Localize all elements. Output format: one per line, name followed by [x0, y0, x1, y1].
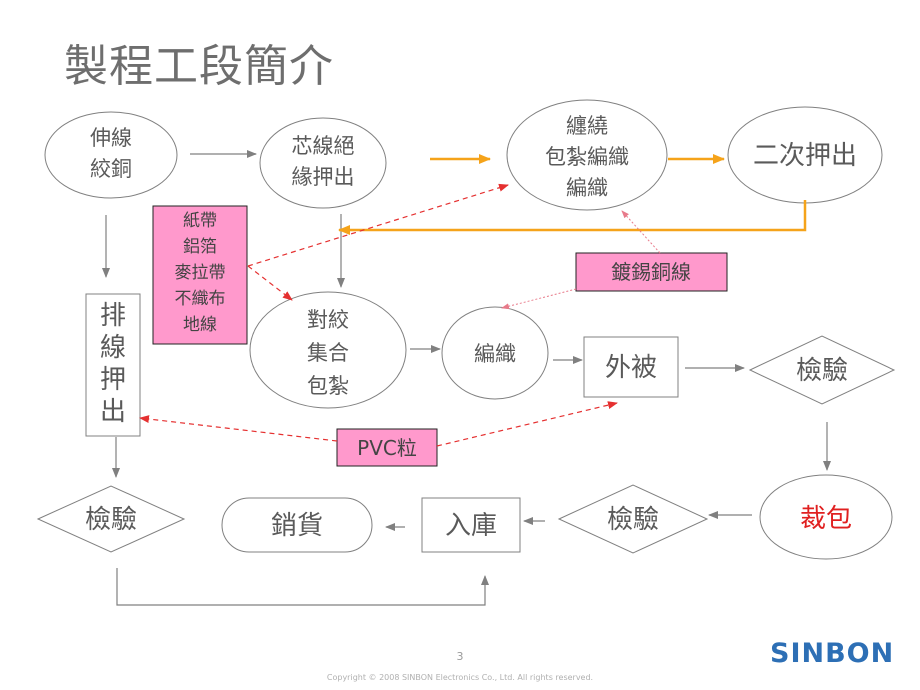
material-tapes-item: 地線 [183, 315, 217, 335]
node-stranding-line-2: 絞銅 [90, 157, 132, 181]
node-core-insulation-line-2: 緣押出 [292, 165, 355, 189]
page-number: 3 [456, 650, 464, 663]
node-inspection-left-label: 檢驗 [85, 505, 137, 535]
node-wrapping-line-1: 纏繞 [566, 114, 608, 138]
node-sales: 銷貨 [221, 497, 373, 553]
material-tapes-box: 紙帶 鋁箔 麥拉帶 不織布 地線 [152, 205, 248, 345]
node-secondary-extrusion-label: 二次押出 [753, 141, 857, 171]
node-warehousing: 入庫 [421, 497, 521, 553]
link-tinned-to-braiding [501, 288, 577, 310]
node-twist-assembly-line-3: 包紮 [307, 374, 349, 398]
node-jacket-label: 外被 [605, 353, 657, 383]
node-inspection-right-label: 檢驗 [796, 356, 848, 386]
material-tapes-item: 麥拉帶 [175, 263, 226, 283]
node-wrapping-line-2: 包紮編織 [545, 145, 629, 169]
material-tapes-item: 鋁箔 [183, 237, 217, 257]
node-braiding: 編織 [441, 306, 549, 400]
link-pvc-to-jacket [436, 401, 618, 447]
node-drain-extrusion-char-3: 押 [100, 365, 126, 395]
node-drain-extrusion-char-1: 排 [100, 301, 126, 331]
copyright-text: Copyright © 2008 SINBON Electronics Co.,… [326, 673, 594, 682]
node-braiding-label: 編織 [474, 342, 516, 366]
material-tinned-copper-box: 鍍錫銅線 [575, 252, 728, 292]
node-core-insulation: 芯線絕 緣押出 [259, 117, 387, 209]
arrow-inspection-to-warehouse-loop [116, 568, 489, 606]
link-tapes-to-twist [247, 265, 293, 301]
node-sales-label: 銷貨 [271, 511, 323, 541]
node-wrapping-line-3: 編織 [566, 176, 608, 200]
arrow-secondary-return [338, 200, 807, 235]
node-inspection-right: 檢驗 [748, 335, 896, 405]
node-twist-assembly-line-2: 集合 [307, 341, 349, 365]
node-warehousing-label: 入庫 [445, 511, 497, 541]
node-secondary-extrusion: 二次押出 [727, 106, 883, 204]
page-title: 製程工段簡介 [64, 41, 334, 92]
link-pvc-to-drain [139, 415, 338, 442]
node-cut-pack: 裁包 [759, 474, 893, 560]
node-jacket: 外被 [583, 336, 679, 398]
node-core-insulation-line-1: 芯線絕 [292, 134, 355, 158]
node-drain-extrusion: 排 線 押 出 [85, 293, 141, 437]
node-inspection-left: 檢驗 [36, 485, 186, 553]
material-pvc-box: PVC粒 [336, 428, 438, 467]
link-tinned-to-wrapping [621, 210, 661, 254]
node-twist-assembly-line-1: 對絞 [307, 308, 349, 332]
material-tapes-item: 紙帶 [183, 211, 217, 231]
material-pvc-label: PVC粒 [357, 436, 417, 460]
material-tapes-item: 不織布 [175, 289, 226, 309]
node-stranding: 伸線 絞銅 [44, 111, 178, 199]
material-tinned-copper-label: 鍍錫銅線 [611, 260, 691, 284]
node-wrapping: 纏繞 包紮編織 編織 [506, 99, 668, 211]
node-drain-extrusion-char-4: 出 [100, 397, 126, 427]
sinbon-logo: SINBON [770, 638, 895, 669]
node-drain-extrusion-char-2: 線 [100, 333, 126, 363]
node-twist-assembly: 對絞 集合 包紮 [249, 291, 407, 409]
node-inspection-bottom-mid-label: 檢驗 [607, 505, 659, 535]
link-tapes-to-wrapping [247, 183, 509, 267]
node-inspection-bottom-mid: 檢驗 [557, 484, 709, 554]
node-cut-pack-label: 裁包 [800, 504, 852, 534]
node-stranding-line-1: 伸線 [90, 126, 132, 150]
